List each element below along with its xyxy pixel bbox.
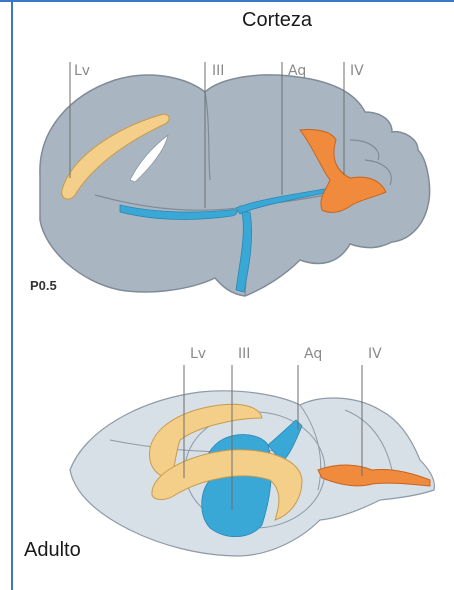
p05-label-iv: IV <box>350 63 364 79</box>
adult-stage-label: Adulto <box>24 539 81 561</box>
p05-stage-label: P0.5 <box>30 278 57 293</box>
adult-label-aq: Aq <box>304 346 322 362</box>
panel-adult: Lv III Aq IV Adulto <box>24 346 434 561</box>
adult-label-iii: III <box>238 346 250 362</box>
p05-label-aq: Aq <box>288 63 306 79</box>
adult-label-iv: IV <box>368 346 382 362</box>
panel-p05: Lv III Aq IV P0.5 <box>30 62 430 296</box>
title-label: Corteza <box>242 9 313 31</box>
p05-label-iii: III <box>212 63 224 79</box>
p05-label-lv: Lv <box>74 63 90 79</box>
adult-label-lv: Lv <box>190 346 206 362</box>
